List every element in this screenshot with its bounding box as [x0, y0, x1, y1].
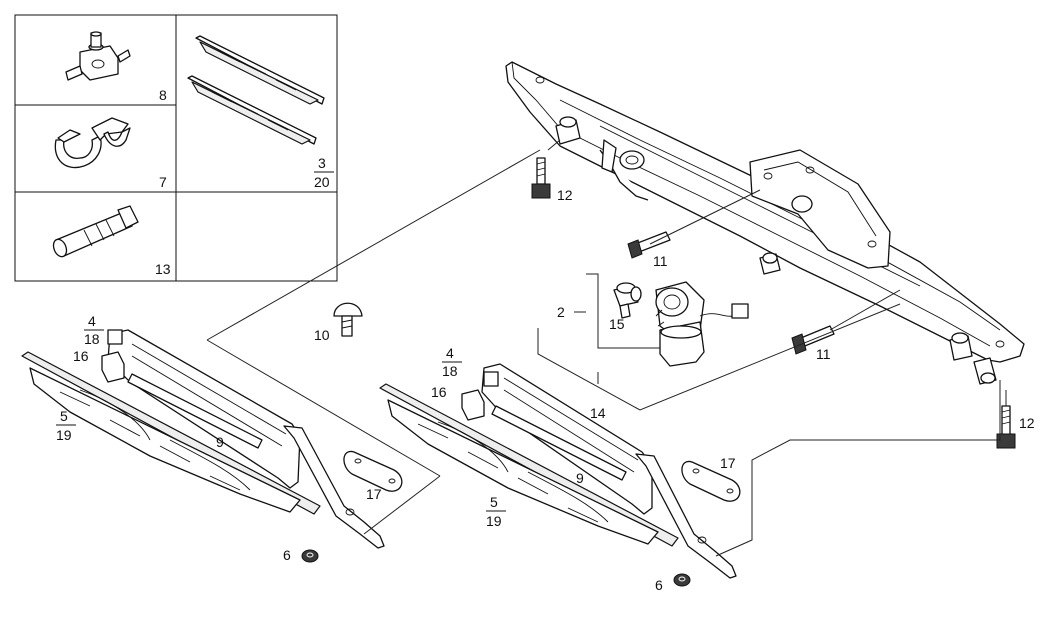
label-part-10: 10 — [314, 327, 330, 343]
label-part-2: 2 — [557, 304, 565, 320]
label-part-13: 13 — [155, 261, 171, 277]
label-part-17-left: 17 — [366, 486, 382, 502]
label-part-20: 20 — [314, 174, 330, 190]
wiper-blade-left — [21, 351, 321, 515]
wiper-blade-right — [379, 383, 679, 547]
label-part-6-right: 6 — [655, 577, 663, 593]
label-part-15: 15 — [609, 316, 625, 332]
clip-part — [54, 117, 131, 169]
wiper-motor-assembly — [655, 281, 749, 367]
label-part-4-left: 4 — [88, 313, 96, 329]
vertical-bolt-lower — [996, 405, 1016, 449]
washer-part-right — [681, 460, 741, 502]
rod-part-left — [127, 373, 263, 449]
label-part-9-right: 9 — [576, 470, 584, 486]
label-part-16-right: 16 — [431, 384, 447, 400]
washer-part-left — [343, 450, 403, 492]
nut-part-left — [301, 549, 319, 563]
label-part-5-left: 5 — [60, 408, 68, 424]
nut-part-right — [673, 573, 691, 587]
label-part-16-left: 16 — [73, 348, 89, 364]
leader-lines — [206, 139, 1007, 557]
block-part-right — [461, 389, 485, 421]
label-part-12-lower: 12 — [1019, 415, 1035, 431]
motor-crank-part — [613, 282, 642, 319]
straight-connector-part — [52, 205, 139, 258]
label-part-17-right: 17 — [720, 455, 736, 471]
label-part-8: 8 — [159, 87, 167, 103]
label-part-4-right: 4 — [446, 345, 454, 361]
label-part-14: 14 — [590, 405, 606, 421]
block-part-left — [101, 351, 125, 383]
label-part-11-upper: 11 — [653, 253, 668, 269]
label-part-19-left: 19 — [56, 427, 72, 443]
wiper-arm-right — [481, 363, 737, 579]
bolt-part-upper — [627, 231, 671, 259]
rod-part-right — [491, 405, 627, 481]
label-part-12-upper: 12 — [557, 187, 573, 203]
cap-part — [333, 302, 363, 337]
label-part-11-lower: 11 — [816, 346, 831, 362]
label-part-7: 7 — [159, 174, 167, 190]
t-connector-part — [65, 31, 131, 81]
label-part-18-left: 18 — [84, 331, 100, 347]
wiper-linkage-frame — [505, 61, 1025, 385]
label-part-18-right: 18 — [442, 363, 458, 379]
label-part-9-left: 9 — [216, 434, 224, 450]
wiper-blades-inset — [187, 35, 325, 145]
vertical-bolt-upper — [531, 157, 551, 199]
label-part-6-left: 6 — [283, 547, 291, 563]
label-part-3: 3 — [318, 155, 326, 171]
label-part-5-right: 5 — [490, 494, 498, 510]
label-part-19-right: 19 — [486, 513, 502, 529]
